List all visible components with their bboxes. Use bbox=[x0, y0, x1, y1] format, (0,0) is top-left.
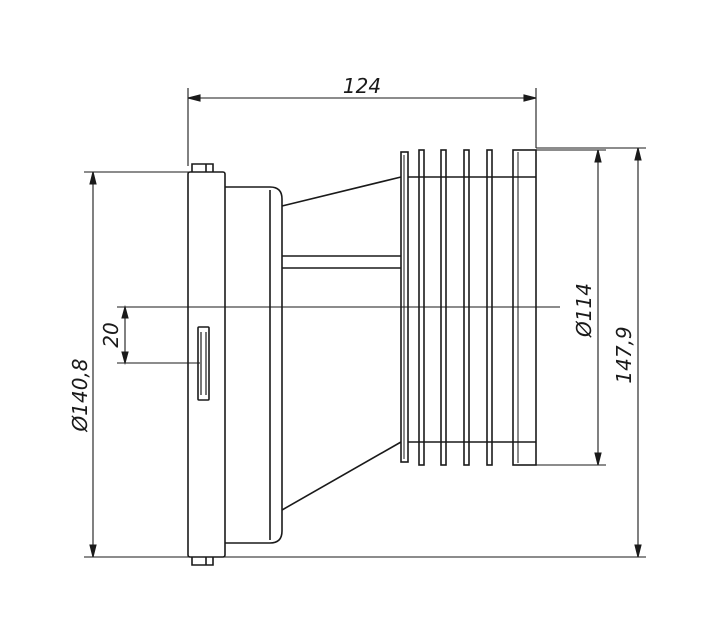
cone-body bbox=[281, 176, 402, 511]
collar bbox=[225, 186, 283, 544]
dimension-inlet-diameter bbox=[84, 171, 190, 558]
outlet-diameter-label: Ø114 bbox=[572, 283, 596, 338]
length-label: 124 bbox=[343, 74, 381, 98]
dimension-offset bbox=[117, 304, 560, 366]
offset-label: 20 bbox=[99, 322, 123, 347]
outer-diameter-label: 147,9 bbox=[612, 326, 636, 383]
dimension-length bbox=[187, 88, 537, 166]
dimension-outer-diameter bbox=[215, 147, 646, 558]
inlet-flange bbox=[187, 163, 226, 566]
inlet-diameter-label: Ø140,8 bbox=[68, 359, 92, 433]
dimension-outlet-diameter bbox=[536, 149, 606, 466]
